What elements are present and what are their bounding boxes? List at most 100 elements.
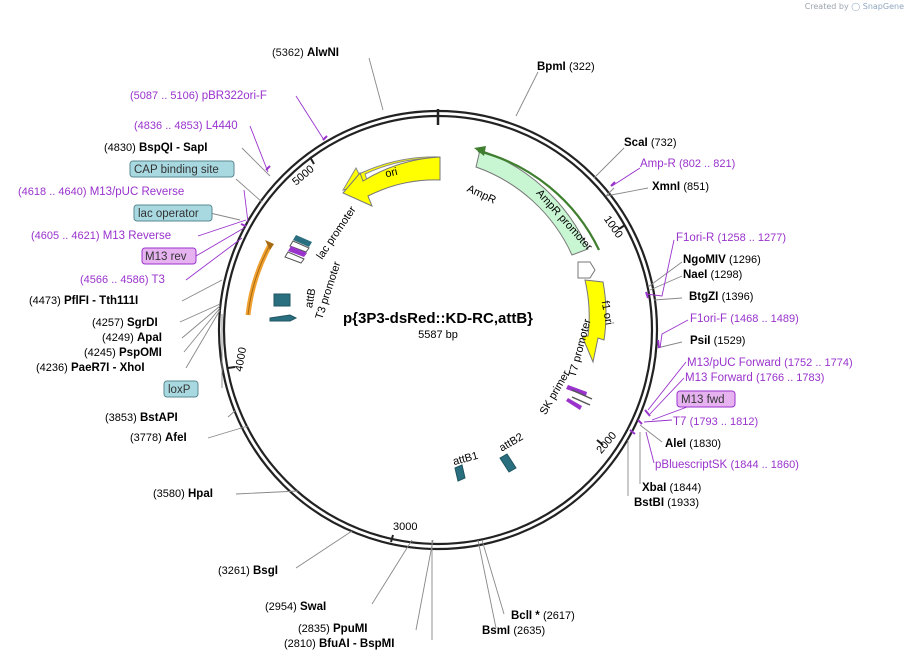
ampr-feature[interactable] — [475, 149, 589, 256]
primer-pbr322ori-f[interactable]: (5087 .. 5106) pBR322ori-F — [130, 90, 267, 102]
leader-t7 — [643, 419, 673, 423]
f1-ori-feature[interactable] — [581, 279, 607, 364]
site-xbai[interactable]: XbaI (1844) — [642, 482, 701, 494]
site-naei[interactable]: NaeI (1298) — [683, 269, 742, 281]
leader-f1ori-f — [659, 319, 689, 349]
site-ngomiv[interactable]: NgoMIV (1296) — [683, 254, 761, 266]
leader-swai — [371, 539, 413, 605]
primer-pbluescriptsk[interactable]: pBluescriptSK (1844 .. 1860) — [655, 459, 799, 471]
site-bstbi[interactable]: BstBI (1933) — [634, 497, 699, 509]
lac-operator-box[interactable] — [133, 204, 213, 222]
site-bspqi[interactable]: (4830) BspQI - SapI — [104, 142, 207, 154]
site-pflfi[interactable]: (4473) PflFI - Tth111I — [29, 295, 138, 307]
primer-amp-r[interactable]: Amp-R (802 .. 821) — [640, 158, 735, 170]
site-swai[interactable]: (2954) SwaI — [265, 601, 326, 613]
site-sgrdi[interactable]: (4257) SgrDI — [92, 317, 158, 329]
leader-psii — [656, 341, 683, 349]
ampr-promoter-label: AmpR promoter — [533, 187, 594, 253]
site-hpai[interactable]: (3580) HpaI — [153, 488, 213, 500]
m13-rev-box[interactable] — [141, 247, 197, 265]
leader-lines — [179, 57, 683, 640]
lac-operator-label: lac operator — [138, 208, 199, 220]
lac-promoter-label: lac promoter — [315, 204, 359, 262]
cap-binding-site-label: CAP binding site — [134, 164, 219, 176]
ori-arrow[interactable] — [342, 156, 441, 207]
leader-xmni2 — [605, 187, 615, 197]
loxp-box[interactable] — [163, 380, 199, 398]
sk-primer-arrow-2 — [566, 398, 582, 410]
tick-5000 — [309, 156, 315, 165]
primer-t7[interactable]: T7 (1793 .. 1812) — [673, 416, 758, 428]
primer-t3[interactable]: (4566 .. 4586) T3 — [80, 274, 165, 286]
attb2-feature[interactable] — [499, 453, 517, 473]
leader-lac-operator — [209, 212, 241, 221]
primer-m13-reverse[interactable]: (4605 .. 4621) M13 Reverse — [31, 230, 171, 242]
leader-afei — [207, 425, 249, 439]
site-psii[interactable]: PsiI (1529) — [690, 335, 745, 347]
sk-primer-arrow-1 — [566, 385, 587, 396]
ori-label: ori — [384, 166, 399, 180]
site-afei[interactable]: (3778) AfeI — [130, 432, 187, 444]
site-xmni[interactable]: XmnI (851) — [652, 181, 709, 193]
attb1-label: attB1 — [452, 450, 480, 468]
site-bstapi[interactable]: (3853) BstAPI — [105, 412, 178, 424]
site-bcli[interactable]: BclI * (2617) — [511, 610, 575, 622]
primer-m13puc-forward[interactable]: M13/pUC Forward (1752 .. 1774) — [687, 357, 853, 369]
mark-f1ori-r — [645, 291, 649, 299]
orange-feature[interactable] — [245, 243, 273, 316]
leader-bsgi — [295, 530, 353, 569]
map-title: p{3P3-dsRed::KD-RC,attB} — [343, 310, 533, 327]
site-bsmi[interactable]: BsmI (2635) — [482, 625, 545, 637]
cap-binding-site-box[interactable] — [129, 160, 235, 178]
credit-brand: SnapGene — [862, 2, 904, 11]
tick-marks — [227, 156, 626, 543]
lac-stack-2 — [289, 240, 310, 253]
credit-prefix: Created by — [804, 2, 849, 11]
leader-paer7i — [185, 309, 221, 369]
ampr-highlight-line — [477, 149, 600, 251]
orange-feature-outline — [247, 244, 271, 316]
site-bsgi[interactable]: (3261) BsgI — [218, 565, 278, 577]
site-btgzi[interactable]: BtgZI (1396) — [689, 291, 753, 303]
m13-fwd-box[interactable] — [676, 390, 736, 408]
mark-m13-rev — [240, 223, 247, 227]
leader-pbr322ori — [295, 95, 325, 141]
mark-amp-r — [610, 181, 616, 187]
primer-m13-forward[interactable]: M13 Forward (1766 .. 1783) — [685, 372, 824, 384]
leader-alei — [639, 424, 663, 443]
leader-pbluescriptsk — [645, 431, 655, 464]
site-bfuai[interactable]: (2810) BfuAI - BspMI — [284, 638, 394, 650]
site-pspomi[interactable]: (4245) PspOMI — [84, 347, 162, 359]
mark-f1ori-f — [657, 339, 660, 349]
site-paer7i[interactable]: (4236) PaeR7I - XhoI — [36, 362, 145, 374]
ampr-promoter-arrow[interactable] — [577, 261, 596, 279]
site-scai[interactable]: ScaI (732) — [624, 137, 677, 149]
site-apai[interactable]: (4249) ApaI — [102, 332, 162, 344]
attb-left-box[interactable] — [273, 293, 291, 307]
primer-m13puc-reverse[interactable]: (4618 .. 4640) M13/pUC Reverse — [18, 186, 184, 198]
primer-l4440[interactable]: (4836 .. 4853) L4440 — [134, 120, 238, 132]
primer-f1ori-f[interactable]: F1ori-F (1468 .. 1489) — [690, 313, 799, 325]
snapgene-logo-icon: ◯ — [851, 2, 861, 11]
leader-bcli — [481, 539, 505, 615]
mark-psk — [629, 429, 636, 435]
attb-left-arrow[interactable] — [269, 314, 298, 322]
m13-rev-label: M13 rev — [145, 251, 187, 263]
leader-ngomiv — [647, 261, 683, 288]
mark-l4440 — [265, 165, 271, 171]
site-ppumi[interactable]: (2835) PpuMI — [298, 623, 368, 635]
attb1-feature[interactable] — [454, 464, 466, 482]
leader-t3 — [185, 237, 243, 281]
leader-l4440 — [249, 125, 269, 173]
leader-bspqi — [241, 147, 271, 177]
primer-f1ori-r[interactable]: F1ori-R (1258 .. 1277) — [676, 232, 786, 244]
site-alei[interactable]: AleI (1830) — [665, 438, 721, 450]
mark-pbr322 — [322, 135, 328, 141]
site-alwni[interactable]: (5362) AlwNI — [272, 47, 339, 59]
site-bpmi[interactable]: BpmI (322) — [537, 61, 595, 73]
lac-feature-stack[interactable] — [284, 235, 312, 264]
leader-pflfi — [181, 279, 223, 302]
leader-ppumi — [415, 539, 434, 631]
